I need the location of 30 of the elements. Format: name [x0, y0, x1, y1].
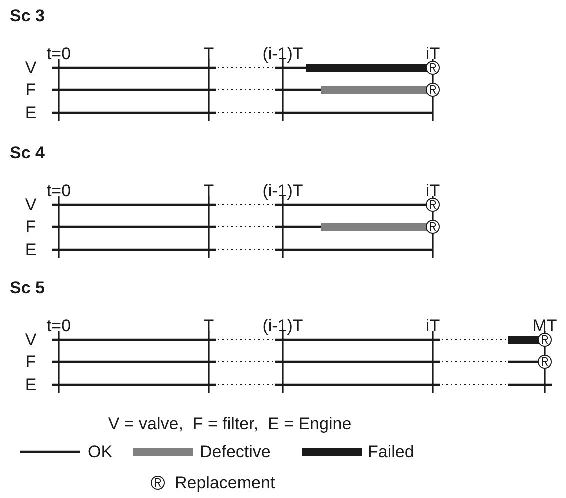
time-label: t=0 [46, 46, 72, 62]
scenario-heading: Sc 5 [10, 280, 45, 296]
component-label: E [25, 104, 37, 122]
time-label: MT [532, 318, 558, 334]
time-label: (i-1)T [262, 318, 304, 334]
time-label: t=0 [46, 318, 72, 334]
component-label: F [26, 354, 36, 370]
component-label: E [25, 242, 37, 258]
time-label: (i-1)T [262, 182, 304, 200]
legend-text: Defective [200, 444, 271, 460]
time-label: T [204, 182, 214, 200]
time-label: T [204, 318, 214, 334]
component-label: V [25, 332, 37, 348]
component-label: V [25, 60, 37, 76]
time-label: (i-1)T [262, 46, 304, 62]
legend-text: Replacement [175, 474, 276, 492]
scenario-heading: Sc 3 [10, 8, 45, 24]
time-label: iT [426, 46, 440, 62]
time-label: iT [426, 182, 440, 200]
time-label: iT [426, 318, 440, 334]
legend-text: OK [88, 444, 113, 460]
legend-text: Failed [368, 444, 414, 460]
time-label: T [204, 46, 214, 62]
component-label: F [26, 82, 36, 98]
component-label: E [25, 376, 37, 394]
component-label: V [25, 196, 37, 214]
scenario-heading: Sc 4 [10, 144, 45, 162]
component-label: F [26, 218, 36, 236]
key-text: V = valve, F = filter, E = Engine [108, 416, 352, 432]
time-label: t=0 [46, 182, 72, 200]
